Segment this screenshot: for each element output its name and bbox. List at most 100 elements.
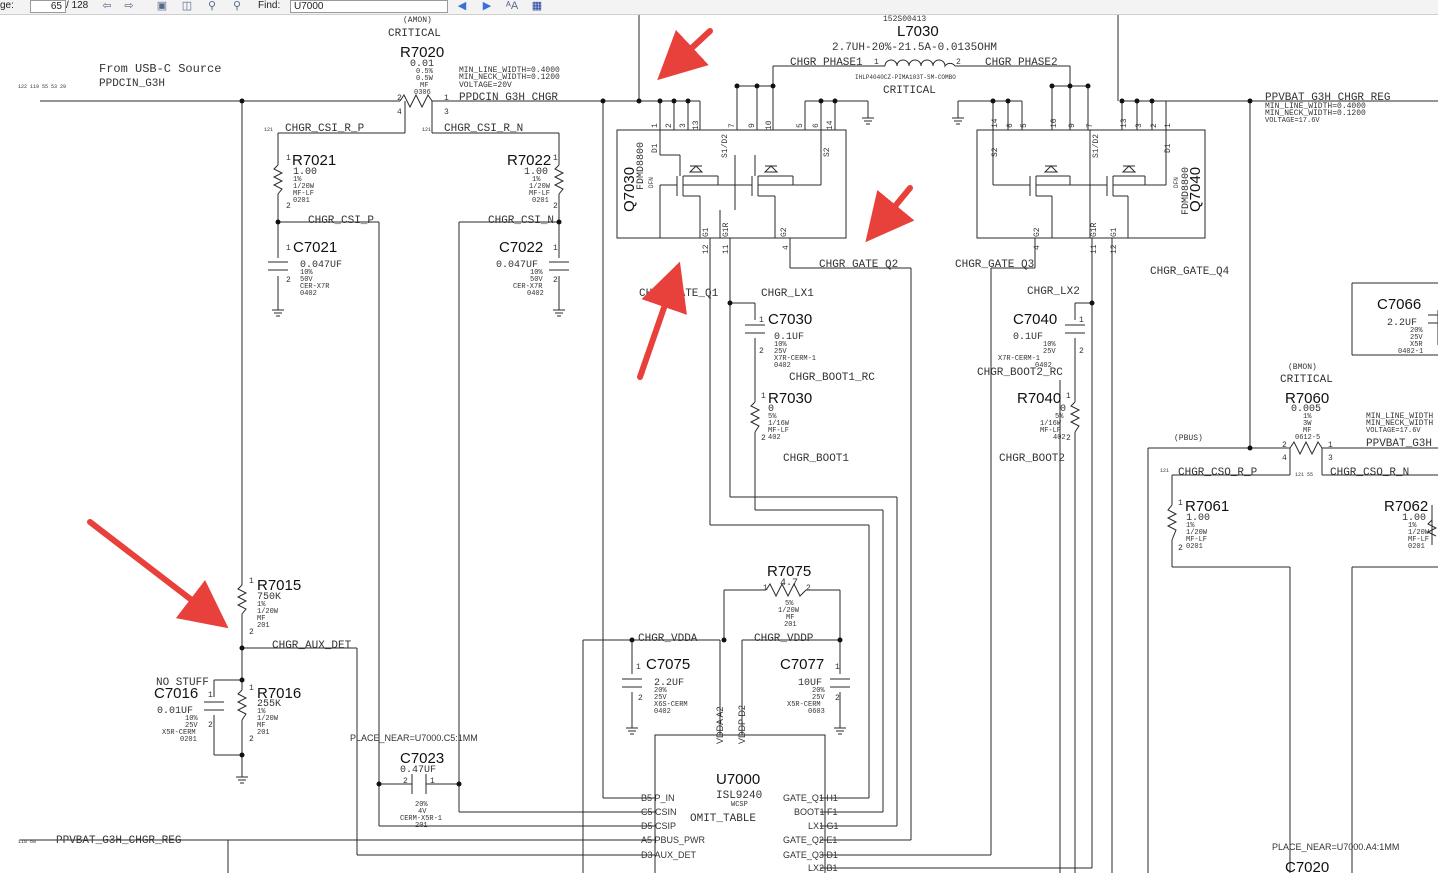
- c7020-place-note: PLACE_NEAR=U7000.A4:1MM: [1272, 842, 1399, 852]
- svg-text:50V: 50V: [300, 276, 313, 284]
- c7016-nostuff: NO STUFF: [156, 677, 209, 689]
- svg-text:2: 2: [286, 202, 291, 211]
- svg-text:13: 13: [692, 120, 701, 130]
- svg-text:0201: 0201: [293, 197, 310, 205]
- u7000-omit-table: OMIT_TABLE: [690, 813, 756, 825]
- svg-text:D1: D1: [1164, 143, 1173, 153]
- svg-text:2: 2: [249, 628, 254, 637]
- svg-text:3W: 3W: [1303, 420, 1312, 428]
- svg-text:10: 10: [1050, 118, 1059, 128]
- svg-text:S2: S2: [823, 147, 832, 157]
- page-number-input[interactable]: 65: [30, 0, 66, 13]
- svg-text:1: 1: [1328, 441, 1333, 450]
- schematic-diagram: From USB-C Source PPDCIN_G3H 122 119 55 …: [18, 15, 1438, 873]
- svg-text:121 55: 121 55: [1295, 472, 1313, 478]
- svg-text:CERM-X5R-1: CERM-X5R-1: [400, 815, 442, 823]
- svg-text:1%: 1%: [257, 708, 266, 716]
- c7066-ref: C7066: [1377, 296, 1421, 313]
- svg-text:2: 2: [286, 276, 291, 285]
- svg-text:0201: 0201: [1186, 543, 1203, 551]
- svg-text:10%: 10%: [185, 715, 198, 723]
- svg-text:2: 2: [806, 584, 811, 593]
- pdf-viewer-toolbar: ge: 65 / 128 ⇦ ⇨ ▣ ◫ ⚲ ⚲ Find: U7000 ◀ ▶…: [0, 0, 1438, 15]
- svg-text:0201: 0201: [532, 197, 549, 205]
- u7000-pin-g1: LX1 G1: [808, 821, 839, 831]
- net-chgr-boot2-rc: CHGR_BOOT2_RC: [977, 367, 1063, 379]
- net-chgr-csi-n: CHGR_CSI_N: [488, 215, 554, 227]
- r7020-spec-2: 0.5W: [416, 75, 434, 83]
- svg-text:G1R: G1R: [722, 222, 731, 237]
- u7000-pin-f1: BOOT1 F1: [794, 807, 838, 817]
- r7016-ref: R7016: [257, 685, 301, 702]
- svg-text:X7R-CERM-1: X7R-CERM-1: [998, 355, 1040, 363]
- page-ref-csi-n: 121: [422, 127, 431, 133]
- svg-text:S1/D2: S1/D2: [1092, 134, 1101, 158]
- svg-text:7: 7: [728, 123, 737, 128]
- svg-text:MF-LF: MF-LF: [293, 190, 314, 198]
- svg-text:25V: 25V: [185, 722, 198, 730]
- c7022-value: 0.047UF: [496, 260, 538, 271]
- svg-text:14: 14: [826, 120, 835, 130]
- svg-text:10: 10: [765, 120, 774, 130]
- find-input[interactable]: U7000: [290, 0, 448, 13]
- svg-text:0402: 0402: [1035, 362, 1052, 370]
- l7030-part: IHLP4040CZ-PIMA103T-SM-COMBO: [855, 74, 956, 81]
- svg-text:1: 1: [1079, 316, 1084, 325]
- r7030-ref: R7030: [768, 390, 812, 407]
- svg-text:3: 3: [679, 123, 688, 128]
- svg-text:1%: 1%: [293, 176, 302, 184]
- l7030-ref: L7030: [897, 23, 939, 40]
- fit-width-icon[interactable]: ◫: [181, 0, 193, 12]
- zoom-out-icon[interactable]: ⚲: [232, 0, 242, 12]
- svg-text:121: 121: [1160, 468, 1169, 474]
- q7030-package: DFN: [648, 177, 655, 188]
- c7021-ref: C7021: [293, 239, 337, 256]
- fit-page-icon[interactable]: ▣: [156, 0, 168, 12]
- r7020-critical: CRITICAL: [388, 28, 441, 40]
- svg-text:11: 11: [722, 244, 731, 254]
- svg-text:1%: 1%: [1303, 413, 1312, 421]
- wires: [20, 15, 1438, 873]
- net-ppdcin-g3h-chgr: PPDCIN_G3H_CHGR: [459, 92, 558, 104]
- arrow-to-aux-det: [87, 519, 229, 629]
- svg-text:1%: 1%: [1408, 522, 1417, 530]
- svg-text:4: 4: [397, 108, 402, 117]
- svg-text:G2: G2: [780, 227, 789, 237]
- svg-text:VOLTAGE=17.6V: VOLTAGE=17.6V: [1265, 117, 1320, 125]
- u7000-pin-a2: VDDA A2: [715, 706, 725, 744]
- svg-text:12: 12: [1110, 244, 1119, 254]
- svg-text:2: 2: [761, 434, 766, 443]
- c7077-ref: C7077: [780, 656, 824, 673]
- svg-text:1.00: 1.00: [1186, 513, 1210, 524]
- match-case-icon[interactable]: ᴬA: [505, 0, 519, 12]
- r7020-tag: (AMON): [403, 16, 432, 25]
- svg-text:201: 201: [257, 622, 270, 630]
- svg-text:2: 2: [553, 202, 558, 211]
- highlight-all-icon[interactable]: ▦: [531, 0, 543, 12]
- find-next-icon[interactable]: ▶: [482, 0, 492, 12]
- svg-text:11: 11: [1090, 244, 1099, 254]
- find-previous-icon[interactable]: ◀: [457, 0, 467, 12]
- r7020-note-1: MIN_LINE_WIDTH=0.4000: [459, 66, 560, 75]
- r7060-tag: (BMON): [1288, 363, 1317, 372]
- svg-text:0201: 0201: [180, 736, 197, 744]
- c7020-ref: C7020: [1285, 859, 1329, 873]
- svg-text:MF-LF: MF-LF: [768, 427, 789, 435]
- net-chgr-boot1-rc: CHGR_BOOT1_RC: [789, 372, 875, 384]
- net-chgr-boot1: CHGR_BOOT1: [783, 453, 849, 465]
- svg-text:MF: MF: [1303, 427, 1311, 435]
- zoom-in-icon[interactable]: ⚲: [207, 0, 217, 12]
- svg-text:4: 4: [1282, 454, 1287, 463]
- arrow-to-gate-q2: [865, 185, 915, 243]
- svg-text:10%: 10%: [300, 269, 313, 277]
- q7040-part: FDMD8800: [1181, 167, 1192, 215]
- r7020-value: 0.01: [410, 59, 434, 70]
- svg-text:1/20W: 1/20W: [1408, 529, 1430, 537]
- svg-text:1: 1: [208, 691, 213, 700]
- c7030-ref: C7030: [768, 311, 812, 328]
- next-page-icon[interactable]: ⇨: [124, 0, 134, 12]
- svg-text:7: 7: [1086, 123, 1095, 128]
- svg-text:1: 1: [430, 777, 435, 786]
- svg-text:1: 1: [651, 123, 660, 128]
- previous-page-icon[interactable]: ⇦: [102, 0, 112, 12]
